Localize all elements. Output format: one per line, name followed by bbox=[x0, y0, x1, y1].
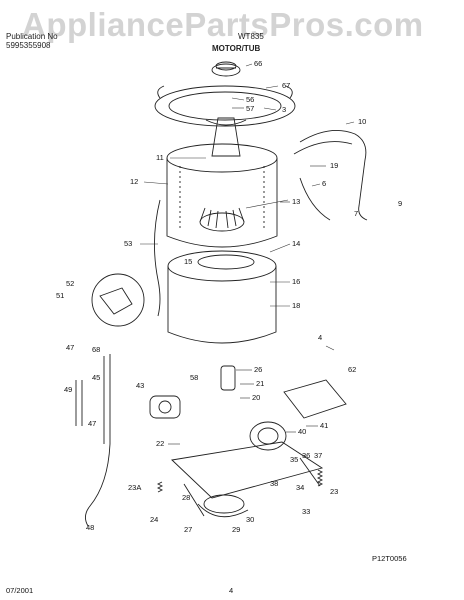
agitator-cap bbox=[211, 63, 241, 77]
watermark: AppliancePartsPros.com bbox=[22, 6, 424, 43]
callout-23a: 23A bbox=[128, 483, 142, 492]
section-title: MOTOR/TUB bbox=[212, 44, 261, 53]
callout-49: 49 bbox=[64, 385, 73, 394]
callout-10: 10 bbox=[358, 117, 367, 126]
drain-hose-left bbox=[85, 354, 111, 527]
bracket-inset bbox=[91, 273, 145, 327]
callout-52: 52 bbox=[66, 279, 75, 288]
callout-6: 6 bbox=[322, 179, 327, 188]
callout-15: 15 bbox=[184, 257, 193, 266]
callout-13: 13 bbox=[292, 197, 301, 206]
callout-47-bottom: 47 bbox=[88, 419, 97, 428]
callout-21: 21 bbox=[256, 379, 265, 388]
callout-48: 48 bbox=[86, 523, 95, 532]
callout-36: 36 bbox=[302, 451, 311, 460]
callout-45: 45 bbox=[92, 373, 101, 382]
diagram-code: P12T0056 bbox=[372, 554, 407, 563]
callout-20: 20 bbox=[252, 393, 261, 402]
motor-mounting-plate bbox=[171, 441, 324, 499]
model-label: WT835 bbox=[238, 32, 264, 41]
callout-27: 27 bbox=[184, 525, 193, 534]
hose bbox=[299, 177, 331, 221]
drain-hose bbox=[299, 129, 368, 221]
callout-43: 43 bbox=[136, 381, 145, 390]
callout-33: 33 bbox=[302, 507, 311, 516]
water-pump bbox=[149, 395, 181, 419]
drive-pulley bbox=[203, 494, 245, 514]
callout-16: 16 bbox=[292, 277, 301, 286]
callout-4: 4 bbox=[318, 333, 323, 342]
overflow-tube bbox=[154, 199, 161, 317]
callout-41: 41 bbox=[320, 421, 329, 430]
callout-3: 3 bbox=[282, 105, 287, 114]
publication-label: Publication No bbox=[6, 32, 58, 41]
callout-14: 14 bbox=[292, 239, 301, 248]
motor bbox=[249, 421, 287, 451]
callout-40: 40 bbox=[298, 427, 307, 436]
page-number: 4 bbox=[229, 586, 234, 595]
callout-47-top: 47 bbox=[66, 343, 75, 352]
drive-shaft-seal bbox=[220, 365, 236, 391]
callout-58: 58 bbox=[190, 373, 199, 382]
callout-11: 11 bbox=[156, 153, 164, 162]
callout-18: 18 bbox=[292, 301, 301, 310]
callout-22: 22 bbox=[156, 439, 165, 448]
callout-62: 62 bbox=[348, 365, 357, 374]
callout-23: 23 bbox=[330, 487, 339, 496]
callout-9: 9 bbox=[398, 199, 403, 208]
callout-37: 37 bbox=[314, 451, 323, 460]
callout-57: 57 bbox=[246, 104, 255, 113]
callout-34: 34 bbox=[296, 483, 305, 492]
callout-7: 7 bbox=[354, 209, 359, 218]
agitator bbox=[211, 117, 241, 157]
revision-date: 07/2001 bbox=[6, 586, 34, 595]
tub-support bbox=[283, 379, 347, 419]
callout-29: 29 bbox=[232, 525, 241, 534]
callout-53: 53 bbox=[124, 239, 133, 248]
drive-belt bbox=[197, 503, 249, 518]
callout-68: 68 bbox=[92, 345, 101, 354]
callout-30: 30 bbox=[246, 515, 255, 524]
callout-66: 66 bbox=[254, 59, 263, 68]
callout-35: 35 bbox=[290, 455, 299, 464]
callout-38: 38 bbox=[270, 479, 279, 488]
callout-24: 24 bbox=[150, 515, 159, 524]
callout-51: 51 bbox=[56, 291, 65, 300]
callout-26: 26 bbox=[254, 365, 263, 374]
callout-28: 28 bbox=[182, 493, 191, 502]
callout-19: 19 bbox=[330, 161, 339, 170]
callout-67: 67 bbox=[282, 81, 291, 90]
spring-right bbox=[316, 469, 324, 487]
publication-number: 5995355908 bbox=[6, 41, 51, 50]
callout-12: 12 bbox=[130, 177, 139, 186]
callout-56: 56 bbox=[246, 95, 255, 104]
spring-left bbox=[156, 481, 164, 493]
tub-cover-ring bbox=[154, 85, 296, 127]
